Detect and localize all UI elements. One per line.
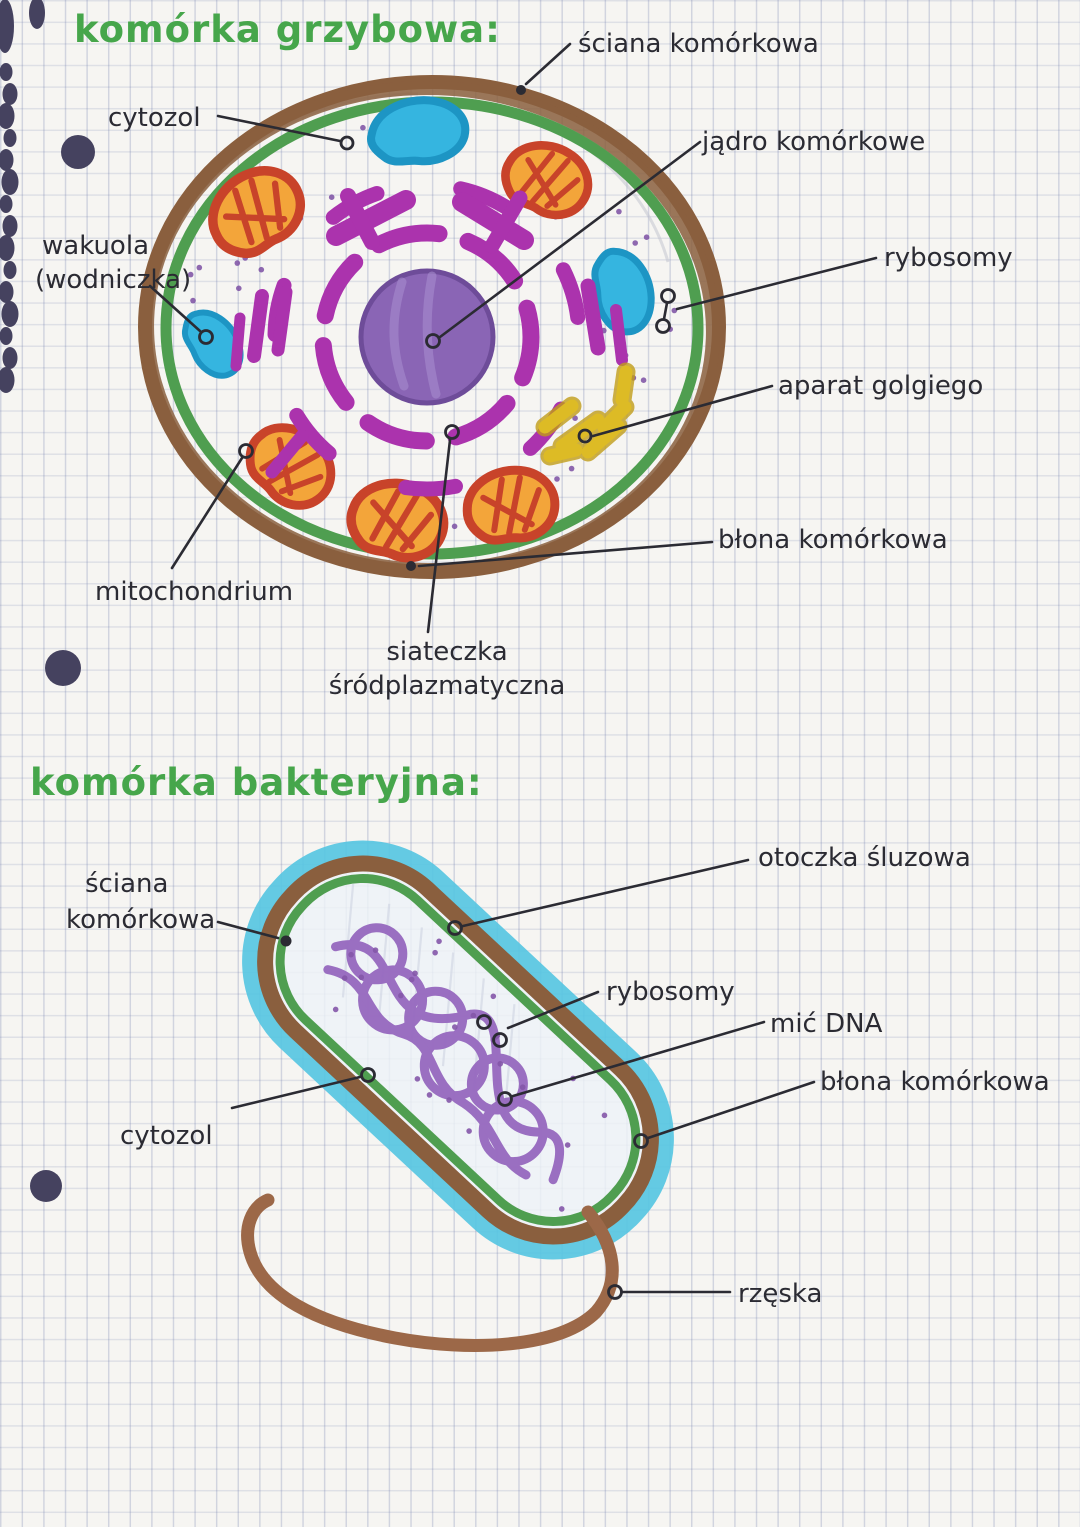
label-ribosomes: rybosomy	[884, 243, 1013, 273]
leader-nucleus	[438, 140, 702, 339]
section1-title: komórka grzybowa:	[74, 8, 501, 51]
label-golgi: aparat golgiego	[778, 371, 983, 401]
leader-dot	[198, 329, 214, 345]
leader-dot	[633, 1133, 649, 1149]
leader-cell-membrane	[417, 540, 714, 568]
leader-dot	[577, 428, 593, 444]
label-dna: mić DNA	[770, 1009, 883, 1039]
ribosomes	[655, 288, 676, 334]
label-er-line1: siateczka	[386, 637, 507, 667]
leader-lines-bacterial	[216, 858, 816, 1300]
leader-dot	[406, 561, 416, 571]
leader-cytosol	[216, 114, 342, 143]
punch-hole	[30, 1170, 62, 1202]
leader-dna	[511, 1020, 766, 1098]
leader-er	[426, 438, 452, 634]
leader-dot	[447, 920, 463, 936]
label-mitochondrion: mitochondrium	[95, 577, 293, 607]
punch-hole	[61, 135, 95, 169]
label-cell-membrane: błona komórkowa	[718, 525, 948, 555]
label-cytosol: cytozol	[120, 1121, 213, 1151]
leader-dot	[280, 935, 292, 947]
leader-dot	[516, 85, 526, 95]
leader-vacuole	[148, 284, 202, 333]
leader-dot	[360, 1067, 376, 1083]
bacterial-cell-diagram: komórka bakteryjna: otoczka śluzowa ścia…	[30, 761, 1050, 1352]
label-cell-wall-line1: ściana	[85, 869, 168, 899]
label-er-line2: śródplazmatyczna	[329, 671, 566, 701]
punch-holes	[30, 135, 95, 1202]
label-vacuole-line2: (wodniczka)	[35, 265, 191, 295]
notebook-binding	[0, 0, 45, 393]
leader-ribosomes	[506, 990, 600, 1030]
leader-cytosol	[230, 1075, 362, 1110]
leader-dot	[497, 1091, 513, 1107]
leader-golgi	[591, 384, 774, 438]
leader-dot	[607, 1284, 623, 1300]
golgi-apparatus	[535, 362, 636, 466]
dna-coil	[323, 923, 565, 1185]
label-ribosomes: rybosomy	[606, 977, 735, 1007]
label-cell-membrane: błona komórkowa	[820, 1067, 1050, 1097]
label-cytosol: cytozol	[108, 103, 201, 133]
section2-title: komórka bakteryjna:	[30, 761, 483, 804]
cell-wall-outline	[140, 80, 720, 578]
slime-capsule-outline	[242, 840, 674, 1260]
fungal-cell-diagram: komórka grzybowa: ściana komórkowa cytoz…	[35, 8, 1013, 701]
leader-mitochondrion	[170, 456, 244, 570]
ribosomes	[476, 1014, 508, 1048]
leader-dot	[425, 333, 441, 349]
leader-cell-wall	[216, 920, 280, 940]
endoplasmic-reticulum	[230, 177, 628, 497]
label-nucleus: jądro komórkowe	[701, 127, 925, 157]
label-vacuole-line1: wakuola	[42, 231, 149, 261]
label-cell-wall-line2: komórkowa	[66, 905, 215, 935]
label-cell-wall: ściana komórkowa	[578, 29, 819, 59]
label-flagellum: rzęska	[738, 1279, 822, 1309]
leader-dot	[444, 424, 460, 440]
leader-slime-capsule	[461, 858, 750, 928]
leader-dot	[339, 135, 355, 151]
punch-hole	[45, 650, 81, 686]
cell-membrane-outline	[275, 874, 641, 1226]
leader-cell-wall	[524, 42, 572, 86]
leader-lines-fungal	[148, 42, 878, 634]
leader-dot	[238, 443, 254, 459]
leader-ribosomes	[675, 256, 878, 311]
bacterium-body	[242, 840, 674, 1260]
leader-cell-membrane	[646, 1080, 816, 1140]
label-slime-capsule: otoczka śluzowa	[758, 843, 971, 873]
